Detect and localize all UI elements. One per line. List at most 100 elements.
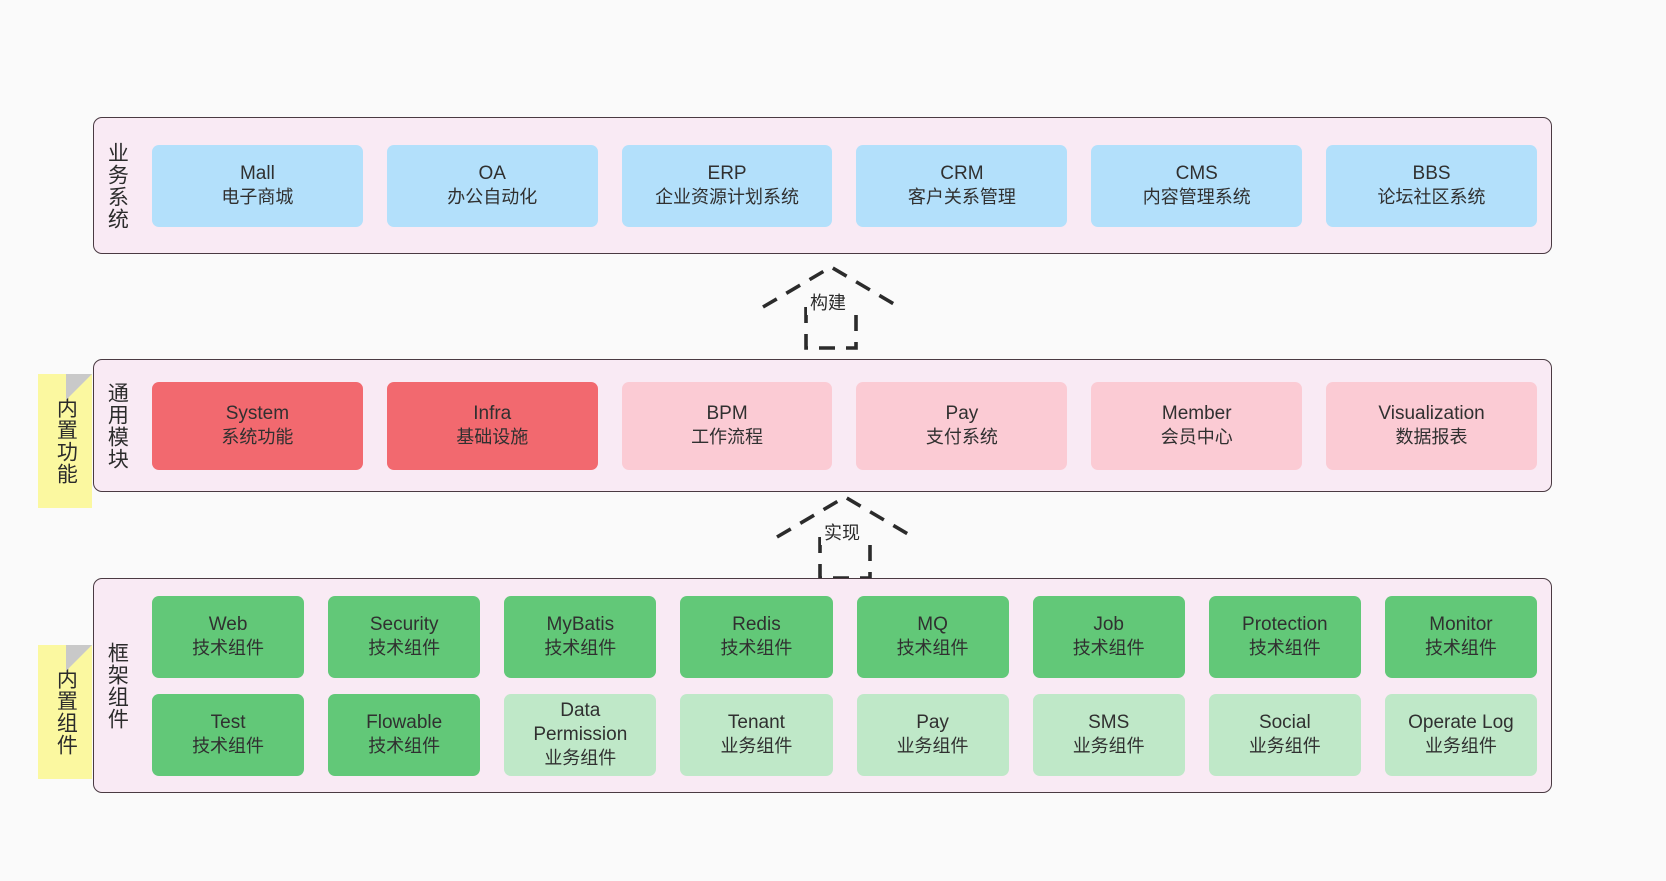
- card-redis[interactable]: Redis 技术组件: [680, 595, 833, 678]
- card-pay-component[interactable]: Pay 业务组件: [856, 693, 1009, 776]
- card-title: Protection: [1242, 613, 1328, 635]
- card-system[interactable]: System 系统功能: [152, 381, 363, 470]
- card-title: Visualization: [1378, 402, 1485, 424]
- card-member[interactable]: Member 会员中心: [1091, 381, 1303, 470]
- card-subtitle: 会员中心: [1160, 427, 1233, 448]
- card-title: Pay: [916, 711, 949, 733]
- card-title: Operate Log: [1408, 711, 1514, 733]
- card-visualization[interactable]: Visualization 数据报表: [1326, 381, 1537, 470]
- section-framework-components: 框架组件 Web 技术组件 Security 技术组件 MyBatis 技术组件…: [93, 578, 1552, 793]
- card-data-permission[interactable]: Data Permission 业务组件: [504, 693, 657, 776]
- sticky-note-builtin-features: 内置功能: [38, 374, 92, 508]
- card-title: Job: [1093, 613, 1124, 635]
- card-subtitle: 客户关系管理: [907, 187, 1016, 208]
- connector-build: 构建: [758, 262, 904, 350]
- card-title: MQ: [917, 613, 948, 635]
- card-mall[interactable]: Mall 电子商城: [152, 144, 363, 227]
- card-security[interactable]: Security 技术组件: [328, 595, 481, 678]
- card-title: Infra: [473, 402, 512, 424]
- card-subtitle: 业务组件: [544, 748, 617, 769]
- card-title: Social: [1258, 711, 1311, 733]
- card-subtitle: 基础设施: [456, 427, 529, 448]
- card-title: OA: [478, 162, 506, 184]
- card-mq[interactable]: MQ 技术组件: [856, 595, 1009, 678]
- card-subtitle: 业务组件: [720, 736, 793, 757]
- card-subtitle: 技术组件: [1248, 638, 1321, 659]
- card-subtitle: 办公自动化: [447, 187, 538, 208]
- framework-card-row-2: Test 技术组件 Flowable 技术组件 Data Permission …: [152, 693, 1537, 776]
- card-title: SMS: [1088, 711, 1130, 733]
- card-bpm[interactable]: BPM 工作流程: [621, 381, 833, 470]
- section-body-modules: System 系统功能 Infra 基础设施 BPM 工作流程 Pay 支付系统…: [138, 360, 1551, 491]
- card-title: Monitor: [1429, 613, 1493, 635]
- card-infra[interactable]: Infra 基础设施: [386, 381, 598, 470]
- card-crm[interactable]: CRM 客户关系管理: [856, 144, 1068, 227]
- card-bbs[interactable]: BBS 论坛社区系统: [1326, 144, 1537, 227]
- card-social[interactable]: Social 业务组件: [1208, 693, 1361, 776]
- card-mybatis[interactable]: MyBatis 技术组件: [504, 595, 657, 678]
- sticky-note-text: 内置功能: [54, 397, 78, 485]
- card-title: MyBatis: [546, 613, 615, 635]
- card-sms[interactable]: SMS 业务组件: [1032, 693, 1185, 776]
- card-subtitle: 内容管理系统: [1142, 187, 1251, 208]
- section-label-modules: 通用模块: [105, 381, 129, 470]
- card-cms[interactable]: CMS 内容管理系统: [1091, 144, 1303, 227]
- card-operate-log[interactable]: Operate Log 业务组件: [1384, 693, 1537, 776]
- connector-label-implement: 实现: [821, 519, 863, 545]
- card-protection[interactable]: Protection 技术组件: [1208, 595, 1361, 678]
- card-title: BBS: [1412, 162, 1451, 184]
- card-title: Security: [369, 613, 439, 635]
- card-title: Redis: [732, 613, 781, 635]
- sticky-note-text: 内置组件: [54, 668, 78, 756]
- card-subtitle: 技术组件: [1072, 638, 1145, 659]
- card-tenant[interactable]: Tenant 业务组件: [680, 693, 833, 776]
- card-title: System: [225, 402, 290, 424]
- connector-implement: 实现: [772, 492, 918, 580]
- card-title: CRM: [940, 162, 984, 184]
- section-body-framework: Web 技术组件 Security 技术组件 MyBatis 技术组件 Redi…: [138, 579, 1551, 792]
- card-title: ERP: [707, 162, 747, 184]
- card-title: Flowable: [366, 711, 443, 733]
- card-title: Mall: [239, 162, 275, 184]
- sticky-fold-icon: [66, 374, 92, 400]
- card-subtitle: 业务组件: [896, 736, 969, 757]
- card-title: Pay: [945, 402, 979, 424]
- card-subtitle: 技术组件: [192, 736, 265, 757]
- card-pay-module[interactable]: Pay 支付系统: [856, 381, 1068, 470]
- card-title: CMS: [1175, 162, 1218, 184]
- card-title: Web: [208, 613, 248, 635]
- card-subtitle: 业务组件: [1248, 736, 1321, 757]
- section-label-business: 业务系统: [105, 141, 129, 230]
- card-title: Data Permission: [533, 699, 628, 745]
- card-oa[interactable]: OA 办公自动化: [386, 144, 598, 227]
- card-test[interactable]: Test 技术组件: [152, 693, 305, 776]
- connector-label-build: 构建: [807, 289, 849, 315]
- card-subtitle: 数据报表: [1395, 427, 1468, 448]
- card-title: Member: [1161, 402, 1232, 424]
- card-web[interactable]: Web 技术组件: [152, 595, 305, 678]
- framework-card-row-1: Web 技术组件 Security 技术组件 MyBatis 技术组件 Redi…: [152, 595, 1537, 678]
- card-subtitle: 技术组件: [1424, 638, 1497, 659]
- card-subtitle: 电子商城: [221, 187, 294, 208]
- card-subtitle: 技术组件: [896, 638, 969, 659]
- card-title: Tenant: [727, 711, 785, 733]
- card-flowable[interactable]: Flowable 技术组件: [328, 693, 481, 776]
- business-card-row: Mall 电子商城 OA 办公自动化 ERP 企业资源计划系统 CRM 客户关系…: [152, 144, 1537, 227]
- section-business-systems: 业务系统 Mall 电子商城 OA 办公自动化 ERP 企业资源计划系统 CRM…: [93, 117, 1552, 254]
- card-subtitle: 论坛社区系统: [1377, 187, 1486, 208]
- card-title: Test: [210, 711, 246, 733]
- card-subtitle: 工作流程: [691, 427, 764, 448]
- sticky-fold-icon: [66, 645, 92, 671]
- card-subtitle: 技术组件: [368, 638, 441, 659]
- card-job[interactable]: Job 技术组件: [1032, 595, 1185, 678]
- card-erp[interactable]: ERP 企业资源计划系统: [621, 144, 833, 227]
- card-subtitle: 技术组件: [720, 638, 793, 659]
- card-subtitle: 技术组件: [544, 638, 617, 659]
- arrow-shaft-build: [804, 307, 858, 350]
- card-monitor[interactable]: Monitor 技术组件: [1384, 595, 1537, 678]
- card-subtitle: 系统功能: [221, 427, 294, 448]
- section-common-modules: 通用模块 System 系统功能 Infra 基础设施 BPM 工作流程 Pay…: [93, 359, 1552, 492]
- card-subtitle: 业务组件: [1424, 736, 1497, 757]
- card-subtitle: 企业资源计划系统: [655, 187, 800, 208]
